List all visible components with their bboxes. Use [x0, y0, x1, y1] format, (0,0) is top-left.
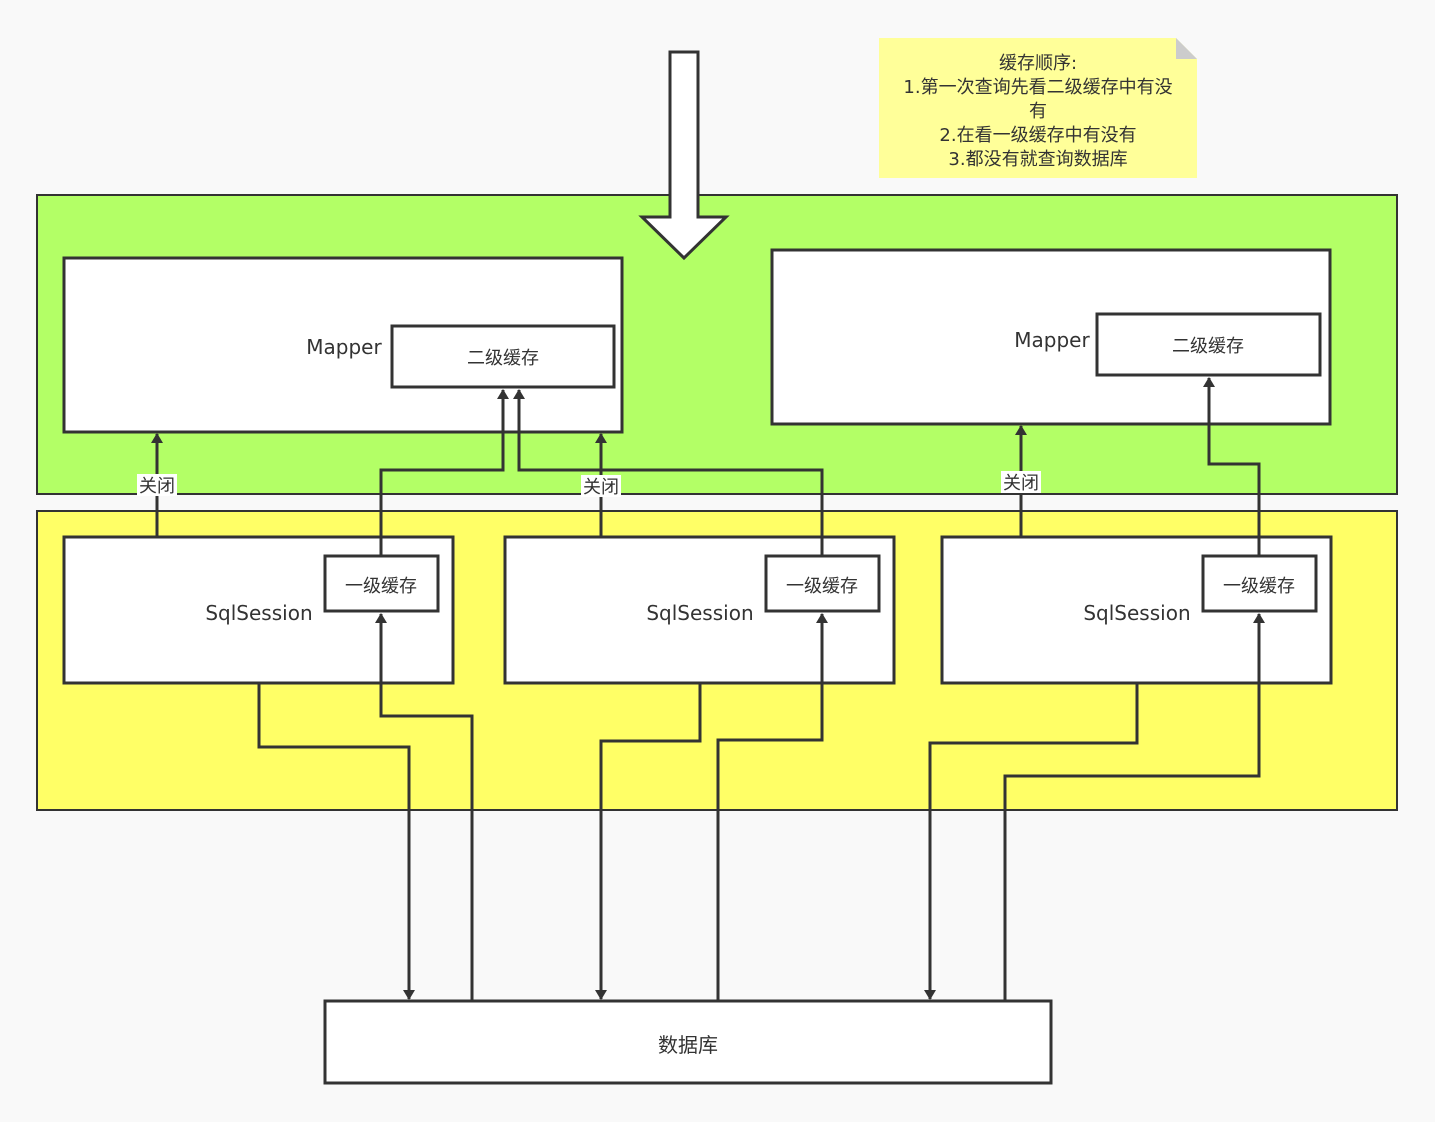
sqlsession-2-label: SqlSession — [646, 601, 753, 625]
sqlsession-2-cache-box — [764, 554, 881, 613]
mapper-left-cache-box — [390, 324, 616, 389]
result-arrow-2 — [716, 613, 828, 1001]
database-box — [323, 999, 1053, 1085]
note-line-3: 有 — [1029, 101, 1047, 122]
sqlsession-1-label: SqlSession — [205, 601, 312, 625]
result-arrow-3 — [1003, 613, 1265, 1001]
sqlsession-3-label: SqlSession — [1083, 601, 1190, 625]
query-arrow-2 — [595, 683, 702, 1000]
close-label-2: 关闭 — [583, 477, 619, 498]
note-line-4: 2.在看一级缓存中有没有 — [939, 125, 1136, 146]
note-line-5: 3.都没有就查询数据库 — [948, 149, 1127, 170]
query-arrow-3 — [924, 683, 1139, 1000]
mapper-right-cache-label: 二级缓存 — [1172, 336, 1244, 357]
sqlsession-2-cache-label: 一级缓存 — [786, 576, 858, 597]
l1-to-l2-arrow-3 — [1203, 377, 1261, 556]
mapper-right-label: Mapper — [1014, 328, 1090, 352]
note-line-1: 缓存顺序: — [999, 53, 1077, 74]
note-line-2: 1.第一次查询先看二级缓存中有没 — [903, 77, 1172, 98]
result-arrow-1 — [375, 613, 474, 1001]
close-label-3: 关闭 — [1003, 473, 1039, 494]
mapper-left-cache-label: 二级缓存 — [467, 348, 539, 369]
database-label: 数据库 — [658, 1033, 718, 1057]
close-label-3-bg — [1001, 471, 1041, 493]
mapper-right-cache-box — [1095, 312, 1322, 377]
sqlsession-1-cache-box — [323, 554, 440, 613]
close-label-1-bg — [137, 474, 177, 496]
l1-to-l2-arrow-2 — [513, 389, 824, 556]
entry-arrow — [638, 50, 730, 261]
sqlsession-1-cache-label: 一级缓存 — [345, 576, 417, 597]
close-label-1: 关闭 — [139, 476, 175, 497]
cache-order-note: 缓存顺序: 1.第一次查询先看二级缓存中有没 有 2.在看一级缓存中有没有 3.… — [879, 38, 1197, 178]
l1-to-l2-arrow-1 — [379, 389, 509, 556]
sqlsession-3-cache-box — [1201, 554, 1318, 613]
sqlsession-3-cache-label: 一级缓存 — [1223, 576, 1295, 597]
query-arrow-1 — [257, 683, 415, 1000]
close-label-2-bg — [581, 475, 621, 497]
mapper-left-label: Mapper — [306, 335, 382, 359]
